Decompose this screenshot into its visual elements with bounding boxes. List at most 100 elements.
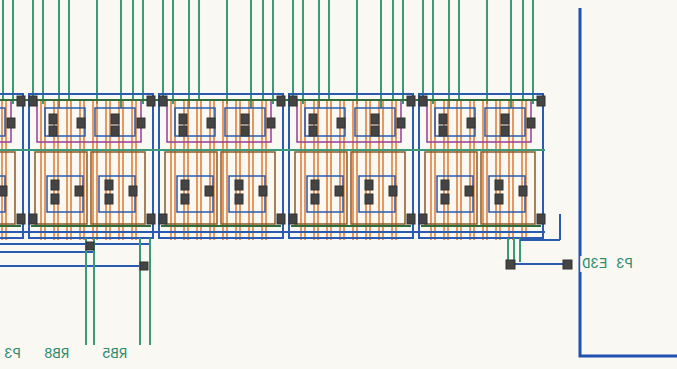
contact [159, 96, 167, 106]
poly-line [326, 100, 328, 240]
metal-line [292, 0, 294, 100]
contact [441, 180, 449, 190]
poly-line [235, 100, 237, 240]
poly-line [352, 100, 354, 240]
poly-line [456, 100, 458, 240]
metal-line [415, 149, 545, 151]
well-outline [37, 100, 141, 142]
metal-line [162, 0, 164, 100]
poly-line [222, 100, 224, 240]
bus-line [508, 263, 570, 265]
bus-line [559, 214, 561, 240]
diffusion-outline [435, 108, 475, 136]
metal-line [356, 0, 358, 104]
metal-line [507, 238, 509, 262]
contact [519, 186, 527, 196]
metal-line [161, 225, 281, 227]
poly-line [382, 100, 384, 240]
poly-line [330, 100, 332, 240]
poly-line [66, 100, 68, 240]
diffusion-outline [45, 108, 85, 136]
contact [527, 118, 535, 128]
metal-line [0, 225, 21, 227]
implant-outline [221, 152, 275, 224]
diffusion-outline [177, 176, 213, 212]
metal-line [32, 0, 34, 100]
contact [335, 186, 343, 196]
well-outline [427, 100, 531, 142]
well-outline [167, 100, 271, 142]
metal-line [120, 0, 122, 108]
contact [49, 126, 57, 136]
contact [17, 96, 25, 106]
metal-line [448, 0, 450, 108]
diffusion-outline [305, 108, 345, 136]
implant-outline [35, 152, 87, 224]
diffusion-outline [437, 176, 473, 212]
signal-name: RB8 [42, 346, 71, 362]
metal-line [155, 149, 285, 151]
signal-name: RB5 [100, 346, 129, 362]
poly-line [252, 100, 254, 240]
poly-line [521, 100, 523, 240]
implant-outline [0, 152, 15, 224]
contact [501, 114, 509, 124]
contact [397, 118, 405, 128]
implant-outline [425, 152, 477, 224]
contact [277, 96, 285, 106]
contact [439, 114, 447, 124]
contact [29, 96, 37, 106]
diffusion-outline [307, 176, 343, 212]
contact [277, 214, 285, 224]
poly-line [482, 100, 484, 240]
contact [309, 114, 317, 124]
contact [147, 96, 155, 106]
diffusion-outline [0, 108, 5, 136]
implant-outline [91, 152, 145, 224]
metal-line [328, 0, 330, 100]
metal-line [25, 231, 155, 233]
contact [235, 194, 243, 204]
metal-line [85, 238, 87, 345]
metal-line [12, 0, 14, 104]
contact [51, 194, 59, 204]
poly-line [92, 100, 94, 240]
signal-name: E3D [580, 256, 609, 272]
diffusion-outline [419, 94, 543, 238]
metal-line [58, 0, 60, 108]
poly-line [170, 100, 172, 240]
implant-outline [351, 152, 405, 224]
contact [105, 180, 113, 190]
diffusion-outline [29, 94, 153, 238]
contact [537, 214, 545, 224]
metal-line [25, 99, 155, 101]
contact [441, 194, 449, 204]
bus-line [0, 265, 148, 267]
metal-line [0, 149, 25, 151]
diffusion-outline [95, 108, 135, 136]
metal-line [139, 238, 141, 345]
well-outline [297, 100, 401, 142]
contact [51, 180, 59, 190]
metal-line [285, 149, 415, 151]
poly-line [105, 100, 107, 240]
implant-outline [295, 152, 347, 224]
metal-line [402, 0, 404, 104]
contact [506, 260, 515, 269]
metal-line [262, 0, 264, 100]
signal-name: P3 [2, 346, 23, 362]
contact [75, 186, 83, 196]
contact [467, 118, 475, 128]
metal-line [172, 0, 174, 104]
contact [0, 186, 7, 196]
contact [86, 242, 94, 250]
bus-line [0, 243, 150, 245]
contact [407, 214, 415, 224]
contact [371, 114, 379, 124]
implant-outline [165, 152, 217, 224]
contact [289, 96, 297, 106]
diffusion-outline [159, 94, 283, 238]
diffusion-outline [47, 176, 83, 212]
contact [29, 214, 37, 224]
poly-line [300, 100, 302, 240]
